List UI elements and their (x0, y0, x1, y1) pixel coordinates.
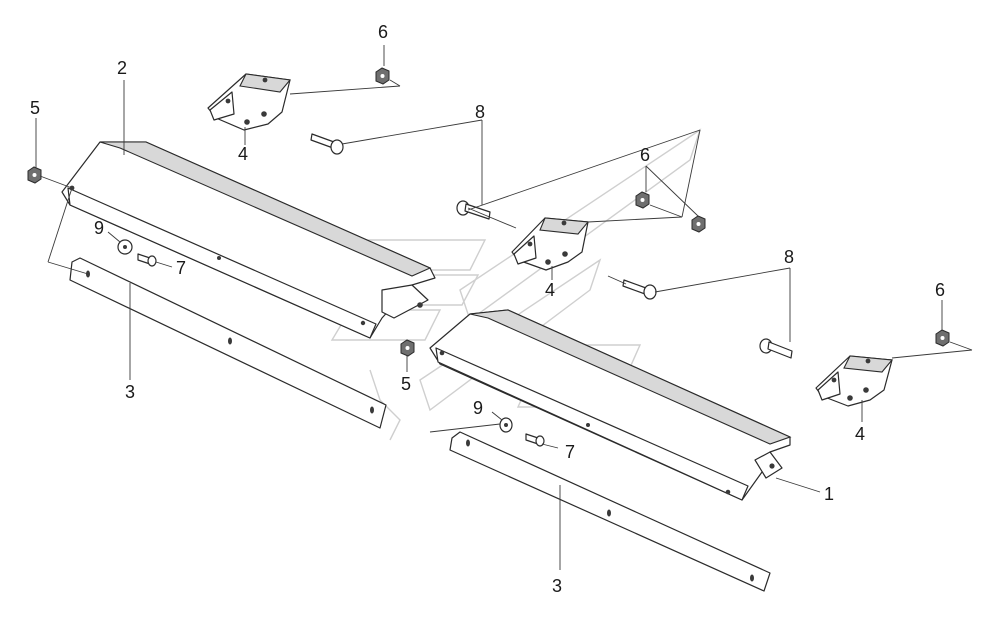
bolt-part-8-right (759, 338, 793, 359)
channel-part-1 (429, 309, 792, 501)
callout-9: 9 (94, 218, 104, 238)
callout-4: 4 (238, 144, 248, 164)
channel-part-2 (61, 141, 436, 339)
callout-labels: 2 5 9 7 3 6 4 8 6 4 8 6 4 5 9 7 1 3 (30, 22, 945, 596)
nut-part-6-top (375, 67, 390, 85)
callout-3: 3 (125, 382, 135, 402)
bracket-part-4-right (815, 355, 894, 407)
callout-8: 8 (475, 102, 485, 122)
callout-5: 5 (401, 374, 411, 394)
nut-part-5-left (27, 166, 42, 184)
callout-9: 9 (473, 398, 483, 418)
callout-7: 7 (565, 442, 575, 462)
callout-6: 6 (935, 280, 945, 300)
callout-5: 5 (30, 98, 40, 118)
nut-part-5-middle (400, 339, 415, 357)
screw-part-7-right (525, 433, 545, 447)
callout-4: 4 (855, 424, 865, 444)
callout-4: 4 (545, 280, 555, 300)
strip-part-3-right (449, 431, 771, 592)
callout-6: 6 (378, 22, 388, 42)
nut-part-6-middle-b (691, 215, 706, 233)
callout-7: 7 (176, 258, 186, 278)
bracket-part-4-top (207, 73, 292, 131)
nut-part-6-right (935, 329, 950, 347)
callout-2: 2 (117, 58, 127, 78)
strip-part-3-left (69, 257, 387, 429)
screw-part-7-left (137, 253, 157, 267)
callout-8: 8 (784, 247, 794, 267)
bracket-part-4-middle (511, 217, 590, 271)
callout-3: 3 (552, 576, 562, 596)
nut-part-6-middle-a (635, 191, 650, 209)
washer-part-9-left (117, 239, 133, 255)
callout-1: 1 (824, 484, 834, 504)
washer-part-9-right (499, 417, 513, 433)
leader-lines (35, 45, 973, 570)
bolt-part-8-lower (622, 279, 657, 300)
callout-6: 6 (640, 145, 650, 165)
bolt-part-8-top (310, 133, 344, 155)
